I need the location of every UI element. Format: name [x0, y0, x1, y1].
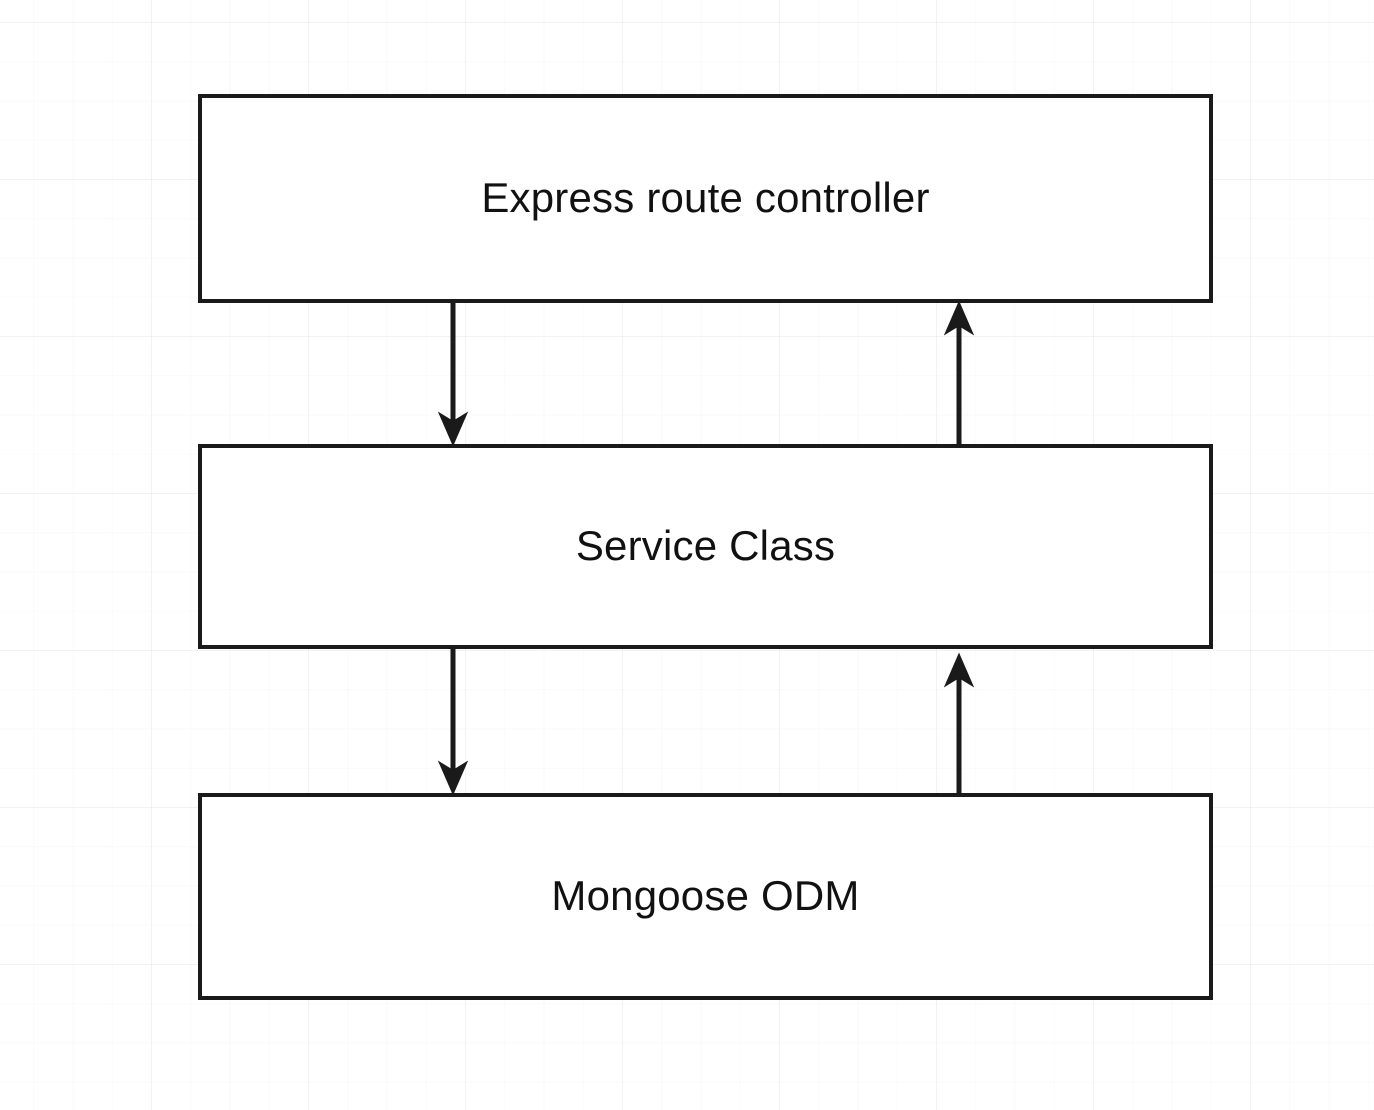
arrowhead-up-icon	[943, 300, 975, 336]
node-label: Service Class	[575, 522, 836, 570]
arrowhead-up-icon	[943, 652, 975, 688]
edge-controller-to-service	[437, 303, 469, 447]
arrowhead-down-icon	[437, 760, 469, 796]
arrowhead-down-icon	[437, 411, 469, 447]
node-mongoose-odm[interactable]: Mongoose ODM	[198, 793, 1213, 1000]
node-label: Express route controller	[481, 174, 930, 222]
node-express-route-controller[interactable]: Express route controller	[198, 94, 1213, 303]
edge-service-to-controller	[943, 300, 975, 444]
node-service-class[interactable]: Service Class	[198, 444, 1213, 649]
edge-mongoose-to-service	[943, 652, 975, 793]
edge-service-to-mongoose	[437, 649, 469, 796]
node-label: Mongoose ODM	[551, 872, 860, 920]
